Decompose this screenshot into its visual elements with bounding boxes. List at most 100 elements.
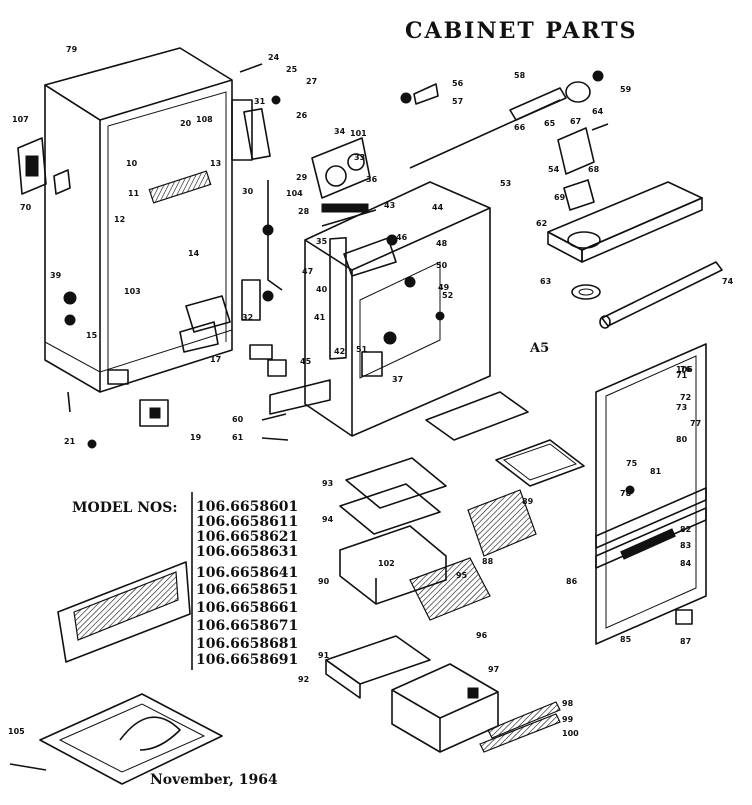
callout-12: 12	[114, 215, 125, 224]
callout-92: 92	[298, 675, 309, 684]
callout-54: 54	[548, 165, 560, 174]
callout-66: 66	[514, 123, 526, 132]
callout-99: 99	[562, 715, 574, 724]
callout-71: 71	[676, 371, 688, 380]
callout-95: 95	[456, 571, 468, 580]
callout-59: 59	[620, 85, 632, 94]
callout-47: 47	[302, 267, 313, 276]
callout-52: 52	[442, 291, 453, 300]
callout-45: 45	[300, 357, 312, 366]
callout-86: 86	[566, 577, 578, 586]
callout-105: 105	[8, 727, 25, 736]
callout-96: 96	[476, 631, 488, 640]
callout-37: 37	[392, 375, 403, 384]
callout-42: 42	[334, 347, 345, 356]
diagram-title: CABINET PARTS	[405, 18, 638, 44]
model-number: 106.6658601	[196, 499, 298, 515]
callout-75: 75	[626, 459, 638, 468]
callout-26: 26	[296, 111, 308, 120]
model-number: 106.6658641	[196, 565, 298, 581]
date-stamp: November, 1964	[150, 772, 278, 788]
callout-60: 60	[232, 415, 244, 424]
callout-57: 57	[452, 97, 463, 106]
drain-tray	[547, 123, 703, 300]
callout-107: 107	[12, 115, 29, 124]
callout-68: 68	[588, 165, 600, 174]
callout-30: 30	[242, 187, 254, 196]
callout-50: 50	[436, 261, 448, 270]
model-number: 106.6658621	[196, 529, 298, 545]
brackets-hardware	[179, 63, 331, 441]
callout-108: 108	[196, 115, 213, 124]
model-number: 106.6658651	[196, 582, 298, 598]
model-numbers-block: MODEL NOS: 106.6658601 106.6658611 106.6…	[72, 492, 298, 670]
callout-46: 46	[396, 233, 408, 242]
callout-43: 43	[384, 201, 395, 210]
callout-numbers: 1077910111213141517192021242526272829303…	[8, 45, 734, 738]
model-header: MODEL NOS:	[72, 500, 178, 516]
callout-79: 79	[66, 45, 78, 54]
callout-80: 80	[676, 435, 688, 444]
callout-90: 90	[318, 577, 330, 586]
callout-48: 48	[436, 239, 448, 248]
callout-97: 97	[488, 665, 499, 674]
door-liner	[595, 343, 707, 645]
callout-13: 13	[210, 159, 221, 168]
grille	[57, 561, 191, 663]
callout-25: 25	[286, 65, 298, 74]
callout-11: 11	[128, 189, 140, 198]
callout-27: 27	[306, 77, 317, 86]
callout-14: 14	[188, 249, 200, 258]
callout-65: 65	[544, 119, 556, 128]
callout-17: 17	[210, 355, 221, 364]
callout-81: 81	[650, 467, 662, 476]
hinge-bracket	[17, 137, 71, 195]
callout-74: 74	[722, 277, 734, 286]
callout-100: 100	[562, 729, 579, 738]
callout-70: 70	[20, 203, 32, 212]
callout-35: 35	[316, 237, 328, 246]
callout-91: 91	[318, 651, 330, 660]
callout-87: 87	[680, 637, 691, 646]
callout-58: 58	[514, 71, 526, 80]
tube-assembly	[400, 70, 604, 169]
callout-76: 76	[680, 365, 692, 374]
callout-102: 102	[378, 559, 395, 568]
callout-28: 28	[298, 207, 310, 216]
model-number: 106.6658671	[196, 618, 298, 634]
callout-56: 56	[452, 79, 464, 88]
callout-19: 19	[190, 433, 202, 442]
callout-31: 31	[254, 97, 266, 106]
callout-34: 34	[334, 127, 346, 136]
callout-62: 62	[536, 219, 547, 228]
callout-84: 84	[680, 559, 692, 568]
callout-44: 44	[432, 203, 444, 212]
callout-53: 53	[500, 179, 511, 188]
callout-21: 21	[64, 437, 76, 446]
model-number: 106.6658611	[196, 514, 298, 530]
callout-98: 98	[562, 699, 574, 708]
callout-69: 69	[554, 193, 566, 202]
callout-78: 78	[620, 489, 632, 498]
cabinet-shell	[44, 47, 253, 393]
model-number: 106.6658691	[196, 652, 298, 668]
callout-93: 93	[322, 479, 333, 488]
callout-32: 32	[242, 313, 253, 322]
callout-88: 88	[482, 557, 494, 566]
callout-20: 20	[180, 119, 192, 128]
callout-24: 24	[268, 53, 280, 62]
callout-39: 39	[50, 271, 62, 280]
shaft	[599, 261, 723, 329]
liner-box	[304, 137, 491, 437]
callout-15: 15	[86, 331, 98, 340]
callout-85: 85	[620, 635, 632, 644]
callout-82: 82	[680, 525, 691, 534]
callout-61: 61	[232, 433, 244, 442]
section-label: A5	[529, 341, 549, 356]
callout-72: 72	[680, 393, 691, 402]
callout-63: 63	[540, 277, 551, 286]
callout-64: 64	[592, 107, 604, 116]
shelves	[339, 391, 585, 621]
callout-40: 40	[316, 285, 328, 294]
